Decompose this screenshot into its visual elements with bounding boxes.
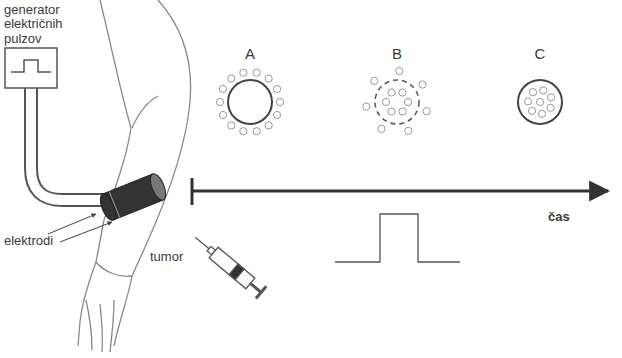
molecule-dot (404, 98, 411, 105)
molecule-dot (240, 128, 247, 135)
cell-permeabilized (375, 80, 419, 124)
electrode-label: elektrodi (4, 234, 53, 248)
molecule-dot (524, 98, 531, 105)
molecule-dot (240, 69, 247, 76)
stage-letter: C (535, 46, 546, 63)
generator-label: generator električnih pulzov (4, 3, 82, 46)
molecule-dot (265, 122, 272, 129)
syringe (190, 231, 266, 299)
molecule-dot (265, 75, 272, 82)
pulse-generator (5, 48, 57, 88)
cell-intact (228, 80, 272, 124)
stage-letter: B (392, 46, 402, 63)
molecule-dot (405, 127, 412, 134)
molecule-dot (399, 89, 406, 96)
molecule-dot (276, 98, 283, 105)
leader-lines (48, 214, 112, 242)
molecule-dot (382, 98, 389, 105)
electrode-cuff (97, 172, 169, 223)
molecule-dot (363, 103, 370, 110)
molecule-dot (423, 108, 430, 115)
molecule-dot (388, 108, 395, 115)
molecule-dot (529, 89, 536, 96)
cell-loaded (518, 80, 562, 124)
molecule-dot (228, 75, 235, 82)
molecule-dot (388, 89, 395, 96)
molecule-dot (273, 85, 280, 92)
molecule-dot (528, 107, 535, 114)
molecule-dot (547, 94, 554, 101)
arm-outline (78, 0, 191, 352)
molecule-dot (228, 122, 235, 129)
molecule-dot (540, 87, 547, 94)
molecule-dot (253, 128, 260, 135)
molecule-dot (216, 98, 223, 105)
time-label: čas (548, 210, 570, 224)
molecule-dot (378, 125, 385, 132)
drug-molecules (216, 67, 554, 134)
molecule-dot (219, 111, 226, 118)
molecule-dot (536, 98, 543, 105)
molecule-dot (538, 110, 545, 117)
molecule-dot (219, 85, 226, 92)
molecule-dot (371, 77, 378, 84)
molecule-dot (399, 108, 406, 115)
pulse-symbol (335, 214, 460, 262)
time-axis (192, 178, 608, 205)
molecule-dot (547, 104, 554, 111)
stage-letter: A (245, 46, 255, 63)
molecule-dot (396, 67, 403, 74)
molecule-dot (273, 111, 280, 118)
cable (31, 88, 108, 200)
tumor-label: tumor (150, 250, 183, 264)
molecule-dot (253, 69, 260, 76)
molecule-dot (419, 81, 426, 88)
